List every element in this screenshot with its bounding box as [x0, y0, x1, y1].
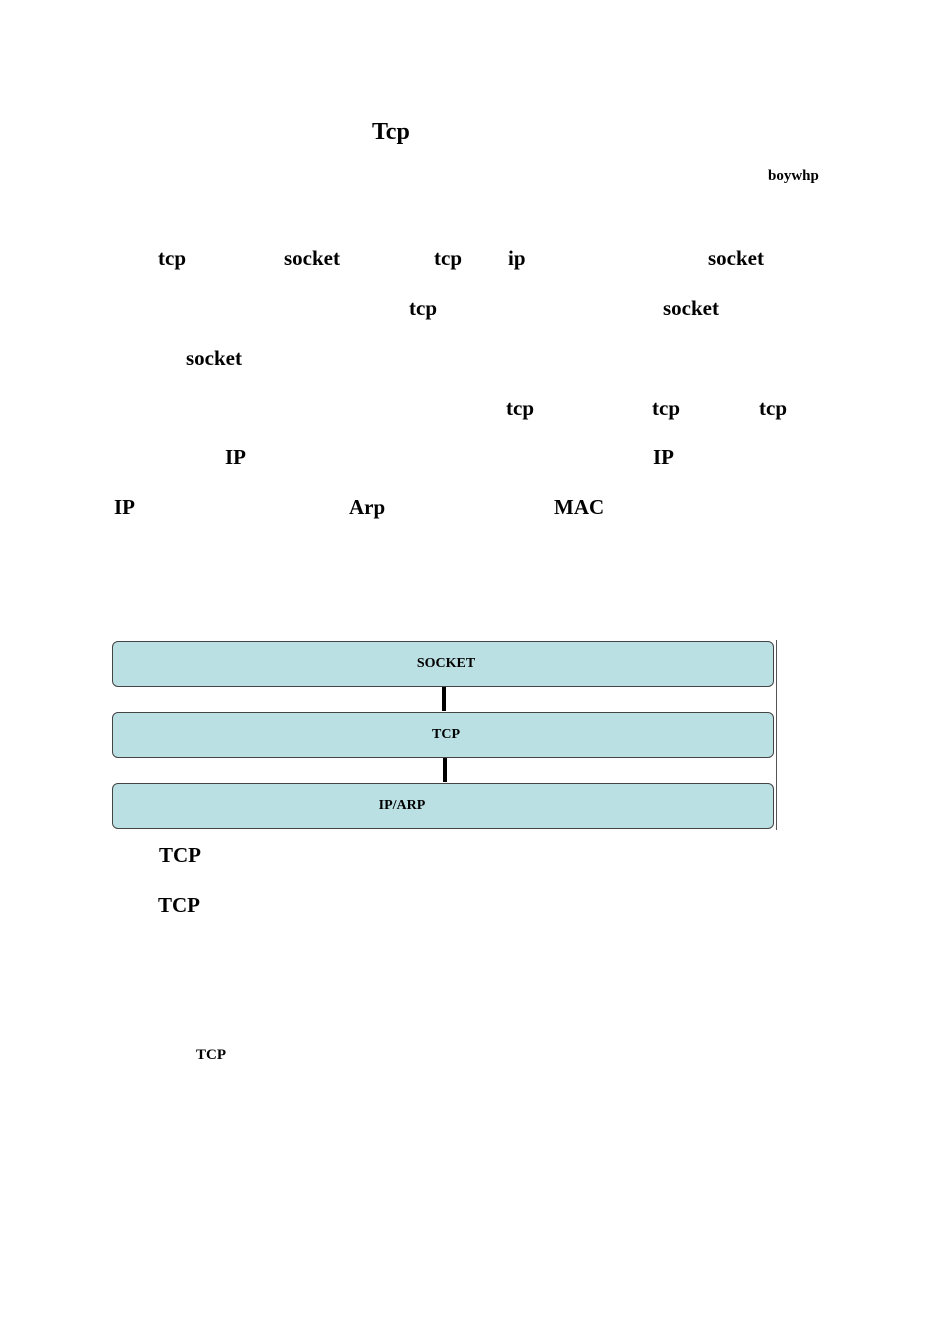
- doc-title: Tcp: [372, 119, 410, 145]
- term-tcp: tcp: [759, 396, 787, 420]
- layer-socket: SOCKET: [112, 641, 774, 687]
- connector-socket-tcp: [442, 687, 446, 711]
- term-tcp: tcp: [409, 296, 437, 320]
- term-socket: socket: [284, 246, 340, 270]
- term-arp: Arp: [349, 495, 386, 519]
- term-tcp: tcp: [158, 246, 186, 270]
- diagram-edge-line: [776, 640, 777, 830]
- term-tcp-heading: TCP: [159, 843, 201, 867]
- term-ip: IP: [653, 445, 674, 469]
- layer-label-socket: SOCKET: [416, 656, 476, 671]
- term-socket: socket: [186, 346, 242, 370]
- term-tcp: tcp: [506, 396, 534, 420]
- term-mac: MAC: [554, 495, 605, 519]
- term-tcp: tcp: [434, 246, 462, 270]
- term-tcp-heading: TCP: [158, 893, 200, 917]
- layer-label-ip-arp: IP/ARP: [378, 798, 426, 813]
- term-ip: ip: [508, 246, 526, 270]
- connector-tcp-ip: [443, 758, 447, 782]
- term-tcp: tcp: [652, 396, 680, 420]
- figure-caption-tcp: TCP: [196, 1047, 226, 1063]
- layer-tcp: TCP: [112, 712, 774, 758]
- layer-ip-arp: IP/ARP: [112, 783, 774, 829]
- term-ip: IP: [225, 445, 246, 469]
- term-ip: IP: [114, 495, 135, 519]
- layer-label-tcp: TCP: [432, 727, 460, 742]
- term-socket: socket: [663, 296, 719, 320]
- doc-author: boywhp: [768, 168, 819, 184]
- term-socket: socket: [708, 246, 764, 270]
